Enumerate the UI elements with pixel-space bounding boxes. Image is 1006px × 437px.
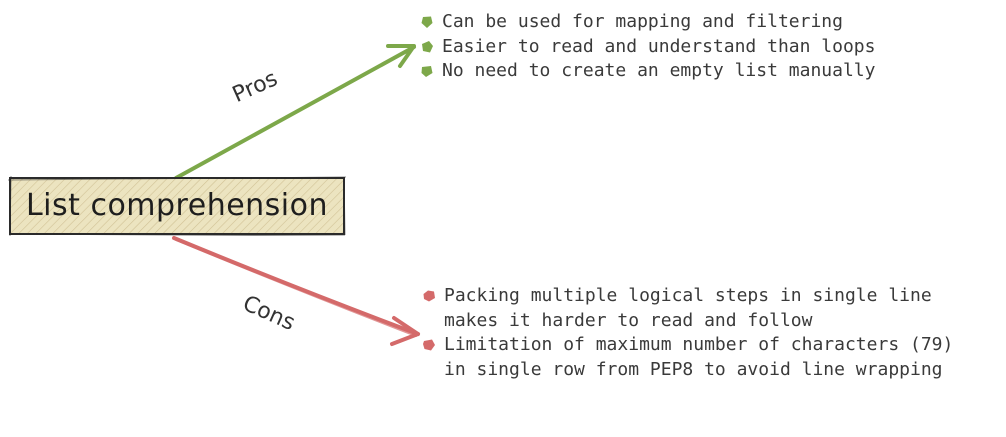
cons-item: Limitation of maximum number of characte… xyxy=(420,333,953,382)
central-topic-frame xyxy=(8,176,346,236)
cons-list: Packing multiple logical steps in single… xyxy=(420,284,953,382)
cons-arrow xyxy=(172,236,420,346)
pros-item-text: Can be used for mapping and filtering xyxy=(442,11,843,32)
pros-list: Can be used for mapping and filtering Ea… xyxy=(418,10,875,84)
green-bullet-icon xyxy=(421,66,433,77)
cons-item-line: in single row from PEP8 to avoid line wr… xyxy=(444,358,943,380)
green-bullet-icon xyxy=(422,40,433,52)
cons-item-line: makes it harder to read and follow xyxy=(444,309,813,331)
pros-arrow xyxy=(173,44,416,181)
pros-item-text: Easier to read and understand than loops xyxy=(442,35,876,57)
red-bullet-icon xyxy=(423,339,435,351)
pros-item: No need to create an empty list manually xyxy=(418,59,875,84)
green-bullet-icon xyxy=(421,16,433,28)
central-topic-label: List comprehension xyxy=(25,188,329,223)
pros-item-text: No need to create an empty list manually xyxy=(442,60,876,81)
cons-item-line: Packing multiple logical steps in single… xyxy=(444,285,932,306)
pros-item: Easier to read and understand than loops xyxy=(418,35,875,60)
central-topic-node[interactable]: List comprehension xyxy=(8,176,346,236)
red-bullet-icon xyxy=(423,290,435,302)
pros-item: Can be used for mapping and filtering xyxy=(418,10,875,35)
cons-item: Packing multiple logical steps in single… xyxy=(420,284,953,333)
cons-item-line: Limitation of maximum number of characte… xyxy=(444,334,954,355)
